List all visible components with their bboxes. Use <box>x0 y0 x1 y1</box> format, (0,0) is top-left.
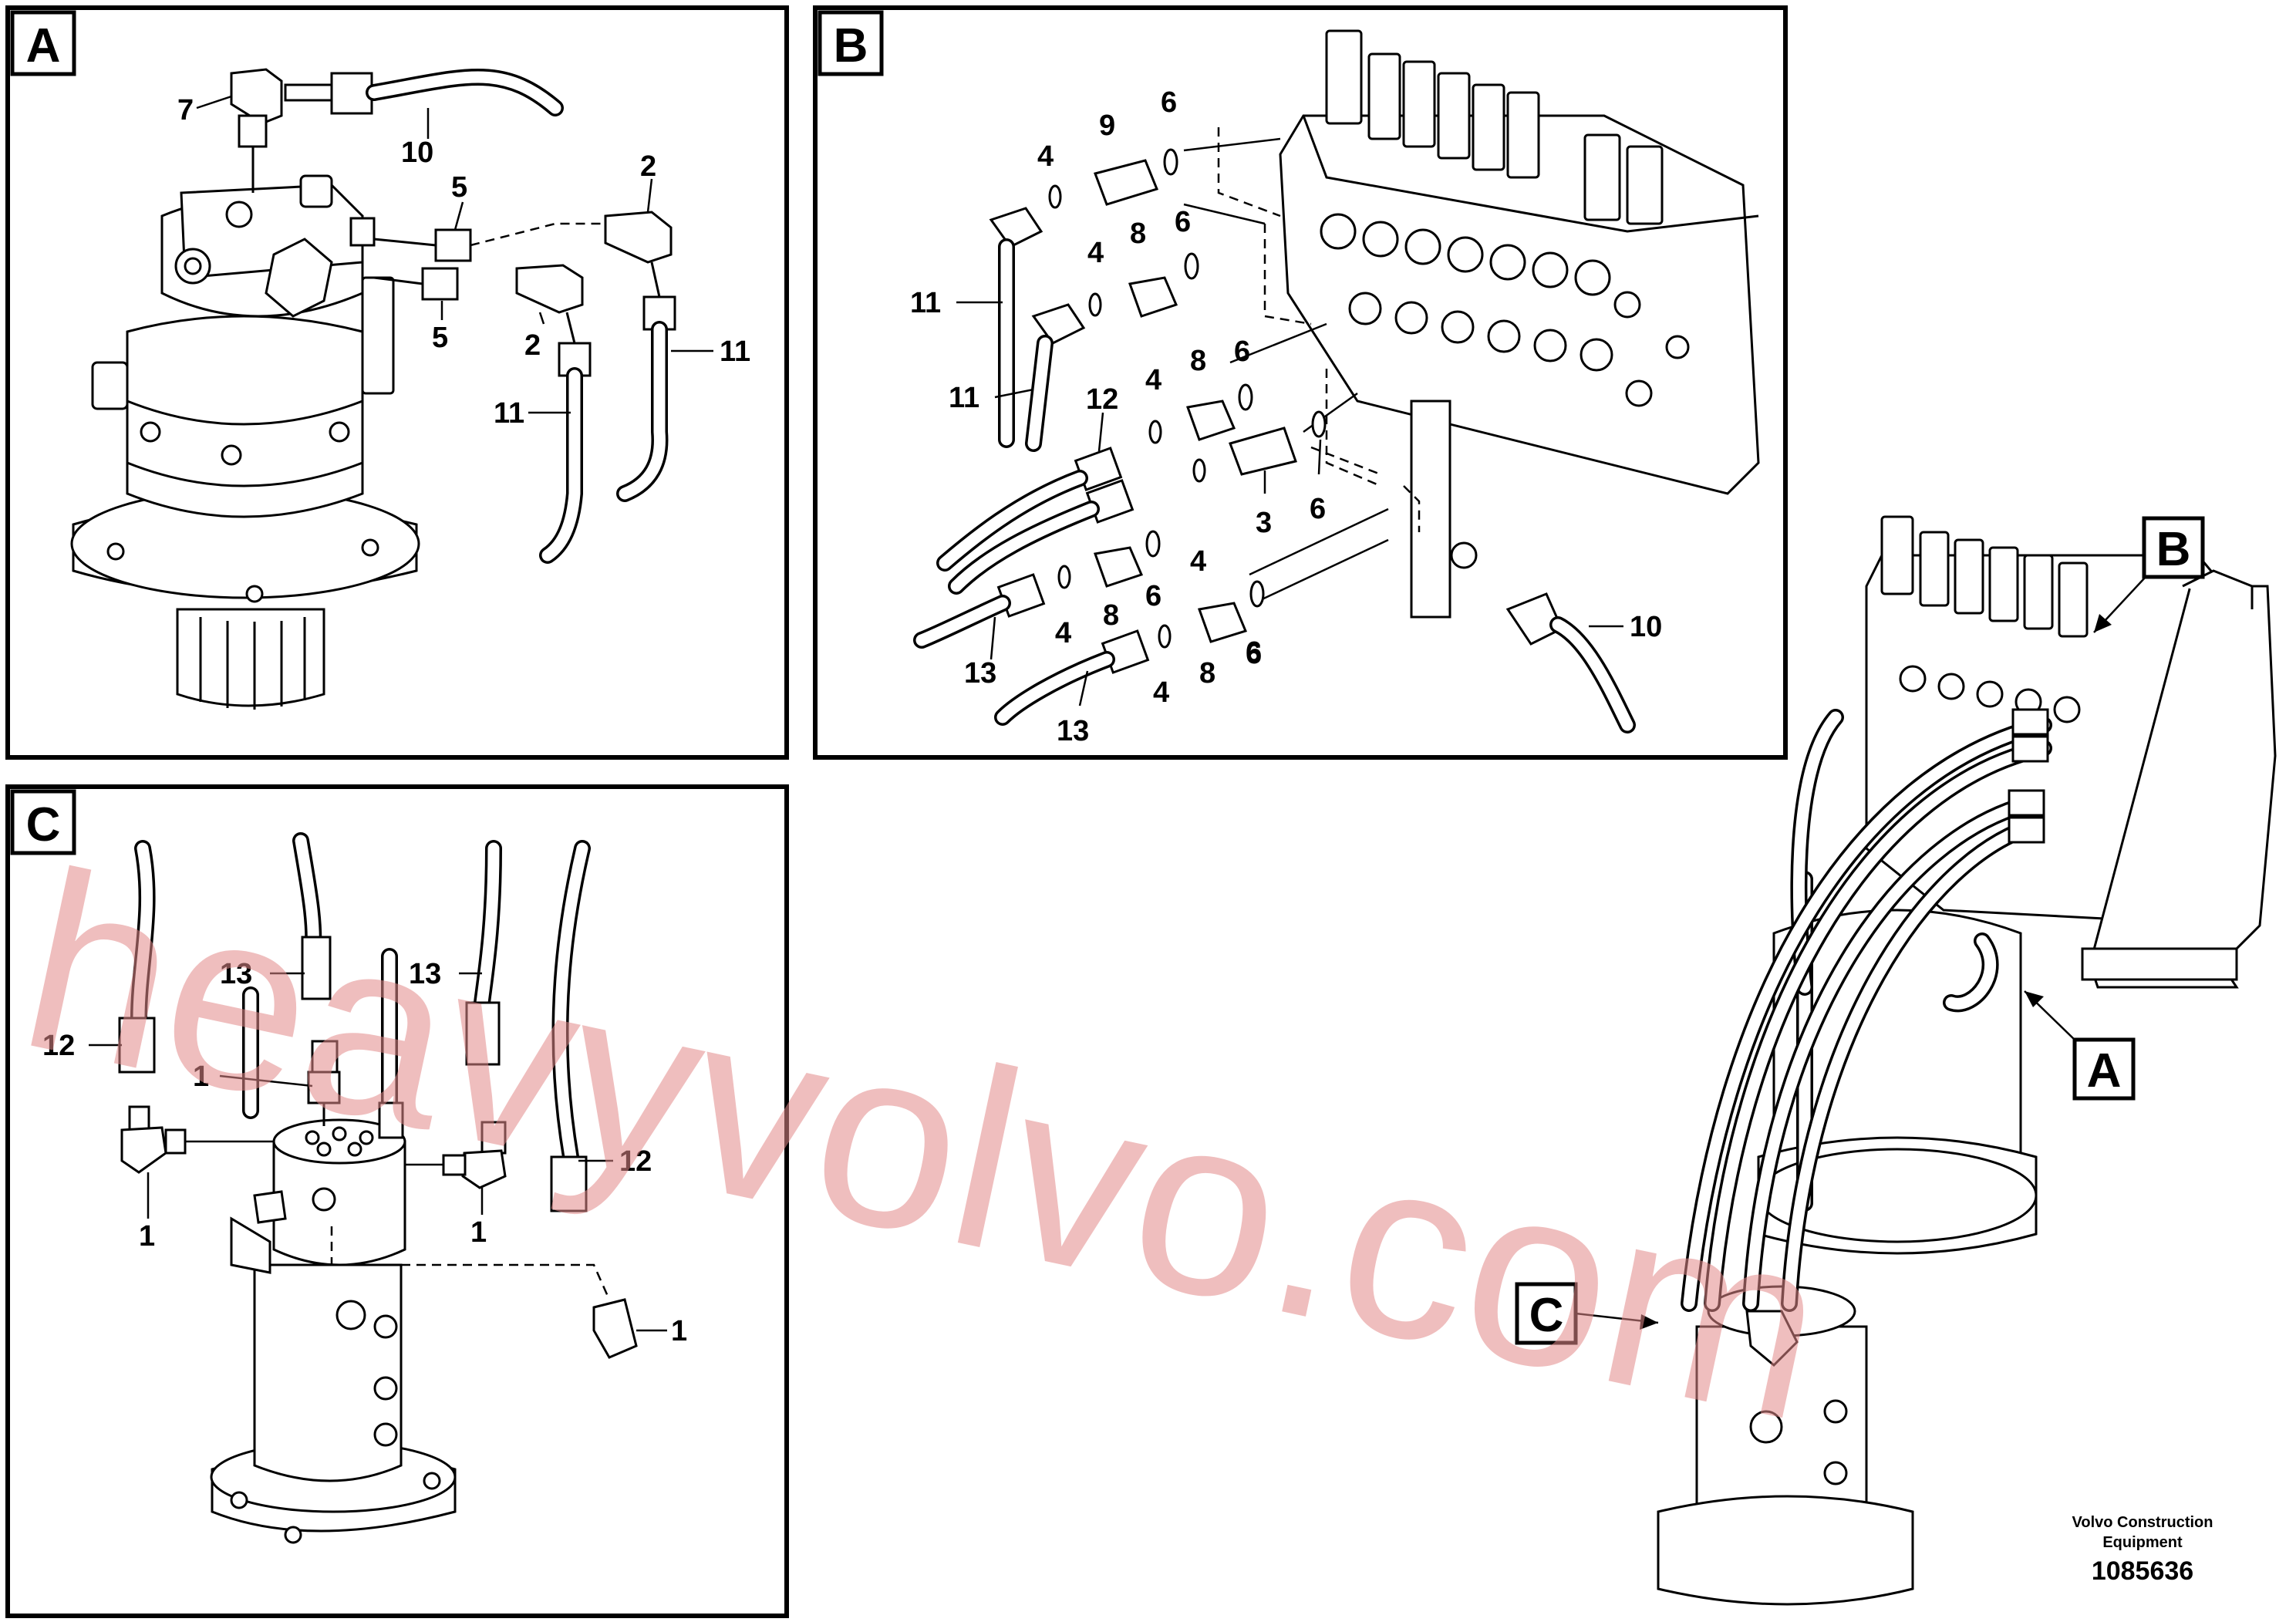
overview-label-c: C <box>1529 1289 1564 1342</box>
callout-b-13-left: 13 <box>964 657 996 690</box>
panel-a-fittings <box>230 68 676 564</box>
callout-a-10: 10 <box>401 137 433 169</box>
panel-b-connection-lines <box>1183 127 1421 603</box>
callout-b-12: 12 <box>1086 383 1118 416</box>
callout-c-1-top: 1 <box>193 1061 209 1093</box>
callout-c-13-left: 13 <box>220 958 252 990</box>
panel-b-callouts: 4 9 6 4 8 6 11 11 12 4 8 6 4 3 6 4 6 8 6… <box>910 86 1662 747</box>
footer-company-line2: Equipment <box>2102 1534 2183 1551</box>
callout-b-4-b: 4 <box>1087 237 1104 269</box>
overview-label-a: A <box>2087 1044 2122 1098</box>
callout-b-4-a: 4 <box>1037 140 1054 173</box>
panel-a-callouts: 7 10 5 2 5 2 11 11 <box>177 94 750 430</box>
drawing-footer: Volvo Construction Equipment 1085636 <box>2072 1514 2213 1586</box>
control-valve-drawing <box>1279 29 1760 619</box>
overview-label-b-box <box>2142 516 2205 579</box>
panel-a-letter: A <box>26 19 61 73</box>
callout-a-11-right: 11 <box>720 336 750 368</box>
callout-a-11-left: 11 <box>494 397 524 430</box>
panel-b: B <box>813 5 1788 760</box>
callout-b-11-lower: 11 <box>949 382 979 414</box>
callout-c-12-left: 12 <box>42 1030 75 1062</box>
callout-c-12-right: 12 <box>619 1145 652 1178</box>
callout-b-6-g: 6 <box>1246 638 1262 670</box>
callout-b-6-b: 6 <box>1175 206 1191 238</box>
overview-assembly <box>1657 515 2277 1606</box>
panel-b-letter: B <box>834 19 868 73</box>
callout-b-6-c: 6 <box>1234 336 1250 368</box>
callout-b-4-g: 4 <box>1055 617 1071 649</box>
callout-c-13-right: 13 <box>409 958 441 990</box>
callout-a-2-upper: 2 <box>640 150 656 183</box>
callout-b-6-a: 6 <box>1161 86 1177 119</box>
callout-b-11-upper: 11 <box>910 287 941 319</box>
panel-b-label-box <box>818 10 884 76</box>
callout-c-1-bottom: 1 <box>671 1315 687 1347</box>
callout-b-9: 9 <box>1099 110 1115 142</box>
callout-b-4-f: 4 <box>1153 676 1169 709</box>
callout-a-2-lower: 2 <box>524 329 541 362</box>
callout-b-6-e: 6 <box>1145 580 1161 612</box>
callout-b-6-f: 6 <box>1246 636 1262 669</box>
callout-b-3: 3 <box>1256 507 1272 539</box>
panel-c: C <box>5 784 789 1618</box>
footer-company-line1: Volvo Construction <box>2072 1514 2213 1531</box>
panel-b-fittings <box>913 148 1636 733</box>
swing-motor-drawing <box>70 174 420 710</box>
callout-a-5-lower: 5 <box>432 322 448 354</box>
callout-a-7: 7 <box>177 94 194 126</box>
panel-c-letter: C <box>26 798 61 851</box>
callout-c-1-left: 1 <box>139 1220 155 1253</box>
callout-b-4-d: 4 <box>1190 545 1206 578</box>
overview-label-b: B <box>2156 523 2191 576</box>
callout-b-8-c: 8 <box>1103 599 1119 632</box>
footer-drawing-number: 1085636 <box>2092 1556 2193 1586</box>
callout-b-8-b: 8 <box>1190 345 1206 377</box>
callout-c-1-right: 1 <box>470 1216 487 1249</box>
callout-b-13-right: 13 <box>1057 715 1089 747</box>
callout-b-8-d: 8 <box>1199 657 1215 690</box>
callout-b-4-e: 4 <box>1055 617 1071 649</box>
callout-a-5-upper: 5 <box>451 171 467 204</box>
callout-b-4-c: 4 <box>1145 364 1161 396</box>
panel-c-callouts: 12 13 13 1 12 1 1 1 <box>42 958 687 1347</box>
panel-a: A <box>5 5 789 760</box>
panel-a-label-box <box>10 10 76 76</box>
overview-callouts: B A C <box>1515 516 2205 1345</box>
overview-label-a-box <box>2072 1037 2136 1101</box>
callout-b-10: 10 <box>1630 611 1662 643</box>
panel-c-fittings <box>118 832 638 1359</box>
swivel-joint-drawing <box>210 1118 457 1544</box>
callout-b-6-d: 6 <box>1310 493 1326 525</box>
panel-c-label-box <box>10 789 76 855</box>
callout-b-8-a: 8 <box>1130 218 1146 250</box>
